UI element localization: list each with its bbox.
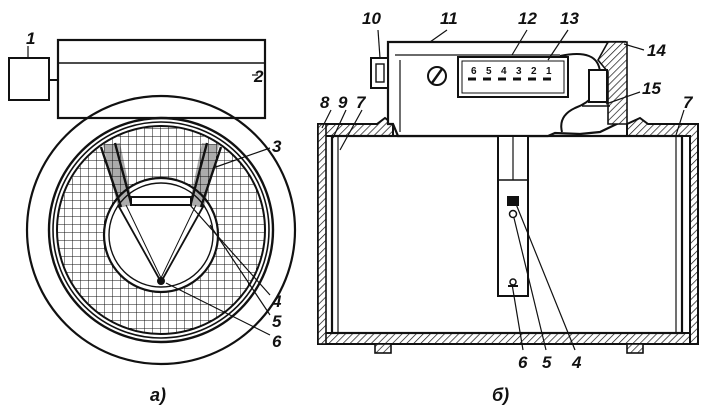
- connector-side: [370, 57, 389, 89]
- caption-a: а): [150, 385, 166, 405]
- board-digit: 5: [486, 66, 492, 77]
- callout-10: 10: [362, 9, 381, 28]
- electronics-housing: [56, 38, 267, 120]
- sensor-element-15: [588, 69, 608, 103]
- callout-14: 14: [647, 41, 666, 60]
- callout-5-b: 5: [542, 353, 552, 372]
- callout-4-b: 4: [571, 353, 582, 372]
- compensation-resistor: [130, 196, 192, 206]
- callout-11: 11: [440, 9, 458, 28]
- callout-12: 12: [518, 9, 537, 28]
- callout-8: 8: [320, 93, 330, 112]
- circuit-board: [457, 56, 569, 98]
- board-digit: 4: [501, 66, 507, 77]
- callout-9: 9: [338, 93, 348, 112]
- callout-1: 1: [26, 29, 35, 48]
- figure-b-section-view: 6 5 4 3 2 1 10 11: [317, 9, 699, 405]
- board-digit: 2: [531, 66, 537, 77]
- board-digit: 3: [516, 66, 522, 77]
- outer-flange: [25, 94, 297, 366]
- callout-2: 2: [253, 67, 264, 86]
- board-digit: 6: [471, 66, 477, 77]
- callout-6-b: 6: [518, 353, 528, 372]
- callout-7-left: 7: [356, 93, 367, 112]
- tube-top-wall: [317, 116, 394, 345]
- callout-4: 4: [271, 292, 282, 311]
- board-digit: 1: [546, 66, 552, 77]
- callout-6: 6: [272, 332, 282, 351]
- figure-a-front-view: 1 2 3 4 5 6 а): [8, 29, 297, 405]
- measuring-ring: [102, 176, 220, 294]
- callout-3: 3: [272, 137, 282, 156]
- callout-13: 13: [560, 9, 579, 28]
- board-digits: 6 5 4 3 2 1: [471, 66, 552, 77]
- callout-5: 5: [272, 312, 282, 331]
- callout-15: 15: [642, 79, 661, 98]
- caption-b: б): [492, 385, 509, 405]
- callout-7-right: 7: [683, 93, 694, 112]
- connector-plug: [8, 57, 50, 101]
